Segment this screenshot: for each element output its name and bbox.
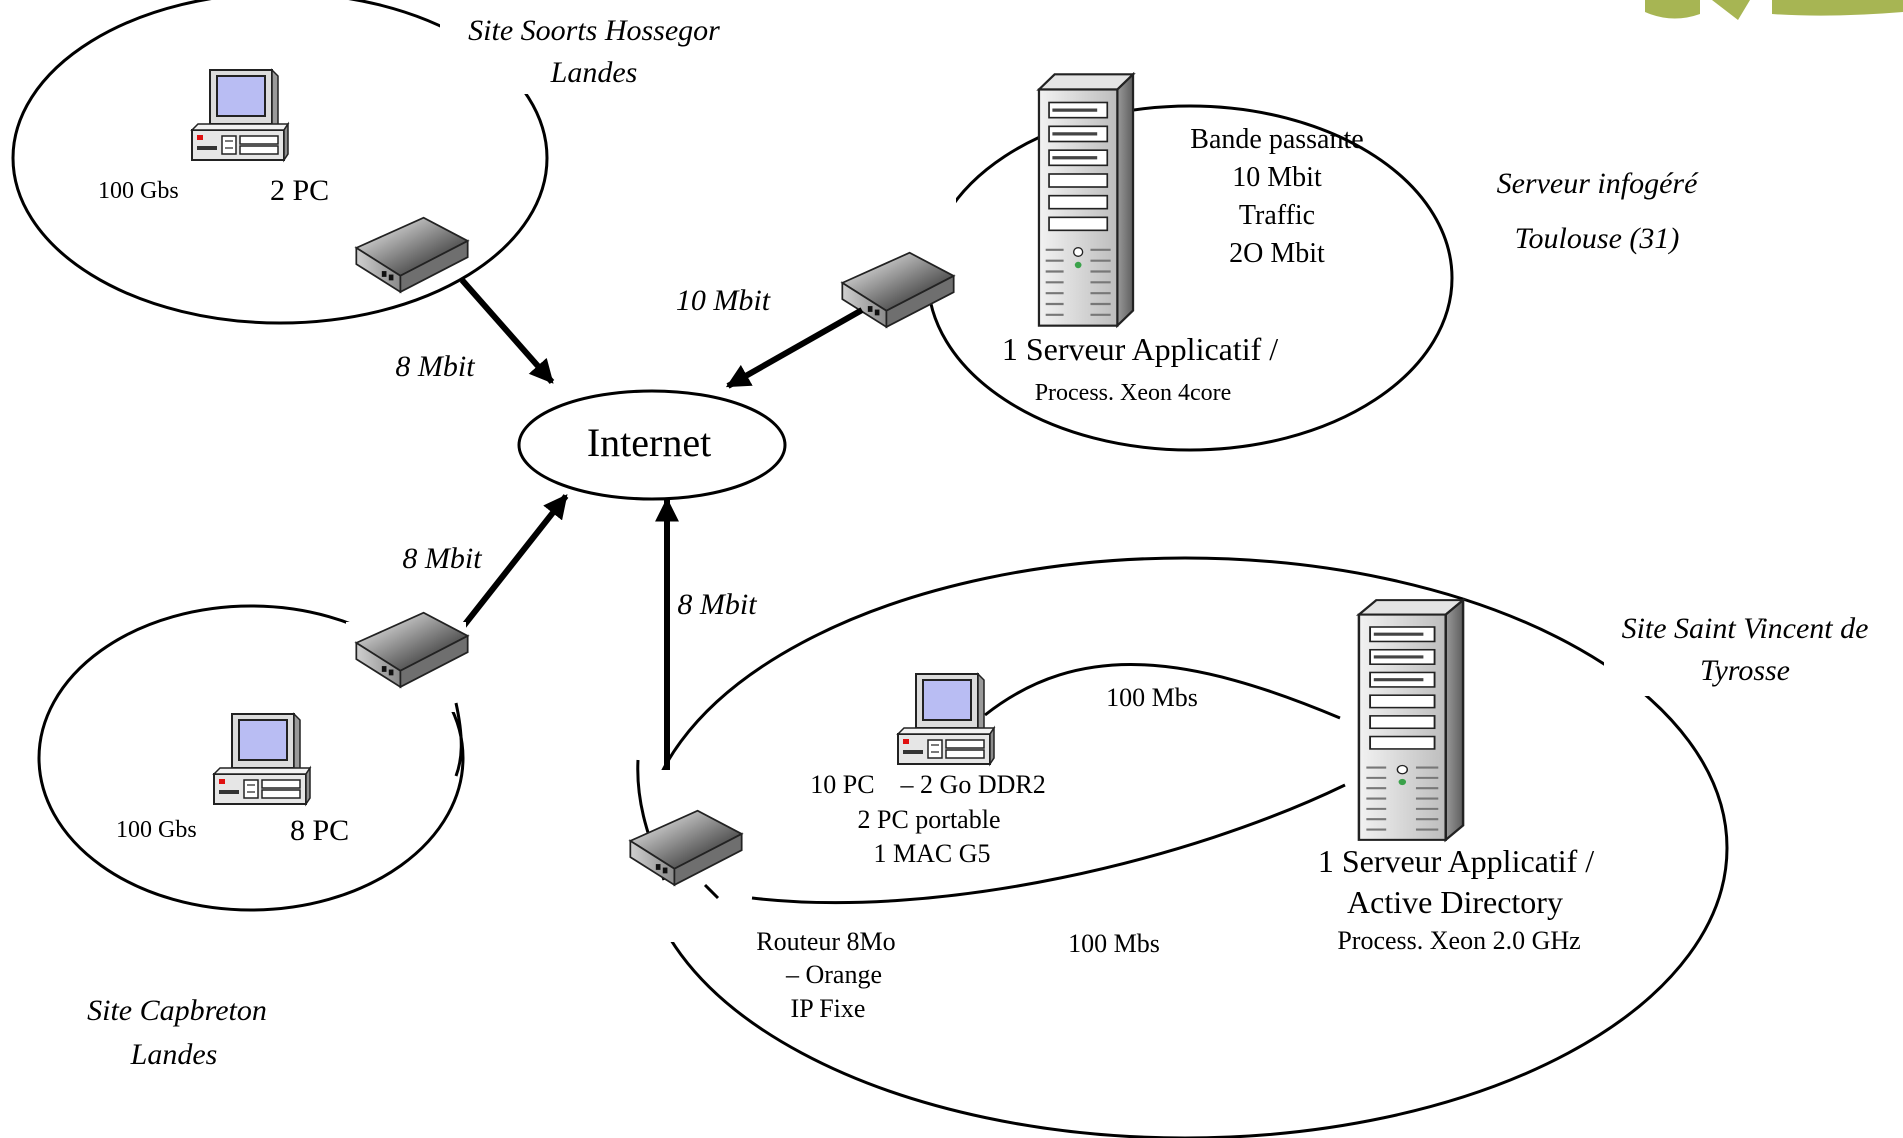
site-hossegor: 100 Gbs 2 PC — [11, 0, 549, 325]
tyrosse-router-line1: Routeur 8Mo — [756, 927, 895, 956]
capbreton-speed: 100 Gbs — [116, 817, 197, 843]
tyrosse-server-line1: 1 Serveur Applicatif / — [1318, 843, 1594, 879]
tyrosse-server-cpu: Process. Xeon 2.0 GHz — [1337, 926, 1580, 955]
capbreton-region: Landes — [130, 1038, 218, 1071]
link-tyrosse-label: 8 Mbit — [677, 588, 757, 621]
internet-cloud — [517, 389, 787, 501]
toulouse-bandwidth-label: Bande passante — [1190, 124, 1363, 155]
desktop-pc-icon — [898, 674, 994, 764]
tyrosse-server-line2: Active Directory — [1347, 884, 1563, 920]
tyrosse-title: Site Saint Vincent de — [1622, 612, 1869, 645]
hossegor-region: Landes — [550, 56, 638, 89]
tyrosse-pcs-line3: 1 MAC G5 — [873, 839, 990, 868]
tower-server-icon — [1359, 600, 1463, 840]
tyrosse-router-line2: – Orange — [785, 960, 882, 989]
toulouse-title: Serveur infogéré — [1497, 167, 1699, 200]
capbreton-title: Site Capbreton — [87, 994, 267, 1027]
capbreton-pc-count: 8 PC — [290, 814, 349, 847]
site-hossegor-boundary — [11, 0, 549, 325]
lan-link-router-server — [751, 783, 1346, 905]
link-hossegor-label: 8 Mbit — [395, 350, 475, 383]
site-capbreton: 100 Gbs 8 PC — [37, 604, 468, 912]
toulouse-bandwidth-value: 10 Mbit — [1232, 162, 1322, 193]
toulouse-city: Toulouse (31) — [1515, 222, 1680, 255]
lan-link-pcs-server — [984, 663, 1341, 720]
tyrosse-link-top-label: 100 Mbs — [1106, 683, 1198, 712]
site-toulouse: Bande passante 10 Mbit Traffic 2O Mbit 1… — [836, 74, 1454, 452]
desktop-pc-icon — [192, 70, 288, 160]
hossegor-title: Site Soorts Hossegor — [468, 14, 720, 47]
internet-label: Internet — [587, 420, 711, 465]
tyrosse-pcs-line2: 2 PC portable — [858, 805, 1001, 834]
logo-fragment-icon — [1645, 0, 1903, 20]
toulouse-traffic-label: Traffic — [1239, 200, 1315, 231]
hossegor-speed: 100 Gbs — [98, 178, 179, 204]
tyrosse-router-line3: IP Fixe — [791, 994, 866, 1023]
hossegor-pc-count: 2 PC — [270, 174, 329, 207]
tyrosse-link-bottom-label: 100 Mbs — [1068, 929, 1160, 958]
site-tyrosse: 10 PC – 2 Go DDR2 2 PC portable 1 MAC G5… — [615, 556, 1729, 1138]
tyrosse-pcs-line1: 10 PC – 2 Go DDR2 — [810, 770, 1045, 799]
link-capbreton-label: 8 Mbit — [402, 542, 482, 575]
site-capbreton-boundary — [37, 604, 465, 912]
router-icon — [356, 218, 467, 292]
tower-server-icon — [1039, 74, 1133, 325]
toulouse-traffic-value: 2O Mbit — [1229, 238, 1325, 269]
toulouse-server-cpu: Process. Xeon 4core — [1035, 380, 1232, 406]
tyrosse-city: Tyrosse — [1700, 654, 1790, 687]
link-toulouse-label: 10 Mbit — [676, 284, 771, 317]
desktop-pc-icon — [214, 714, 310, 804]
link-hossegor-arrow — [459, 278, 555, 384]
toulouse-server-label: 1 Serveur Applicatif / — [1002, 331, 1278, 367]
link-toulouse-arrow — [725, 307, 864, 389]
link-capbreton-arrow — [459, 494, 569, 630]
